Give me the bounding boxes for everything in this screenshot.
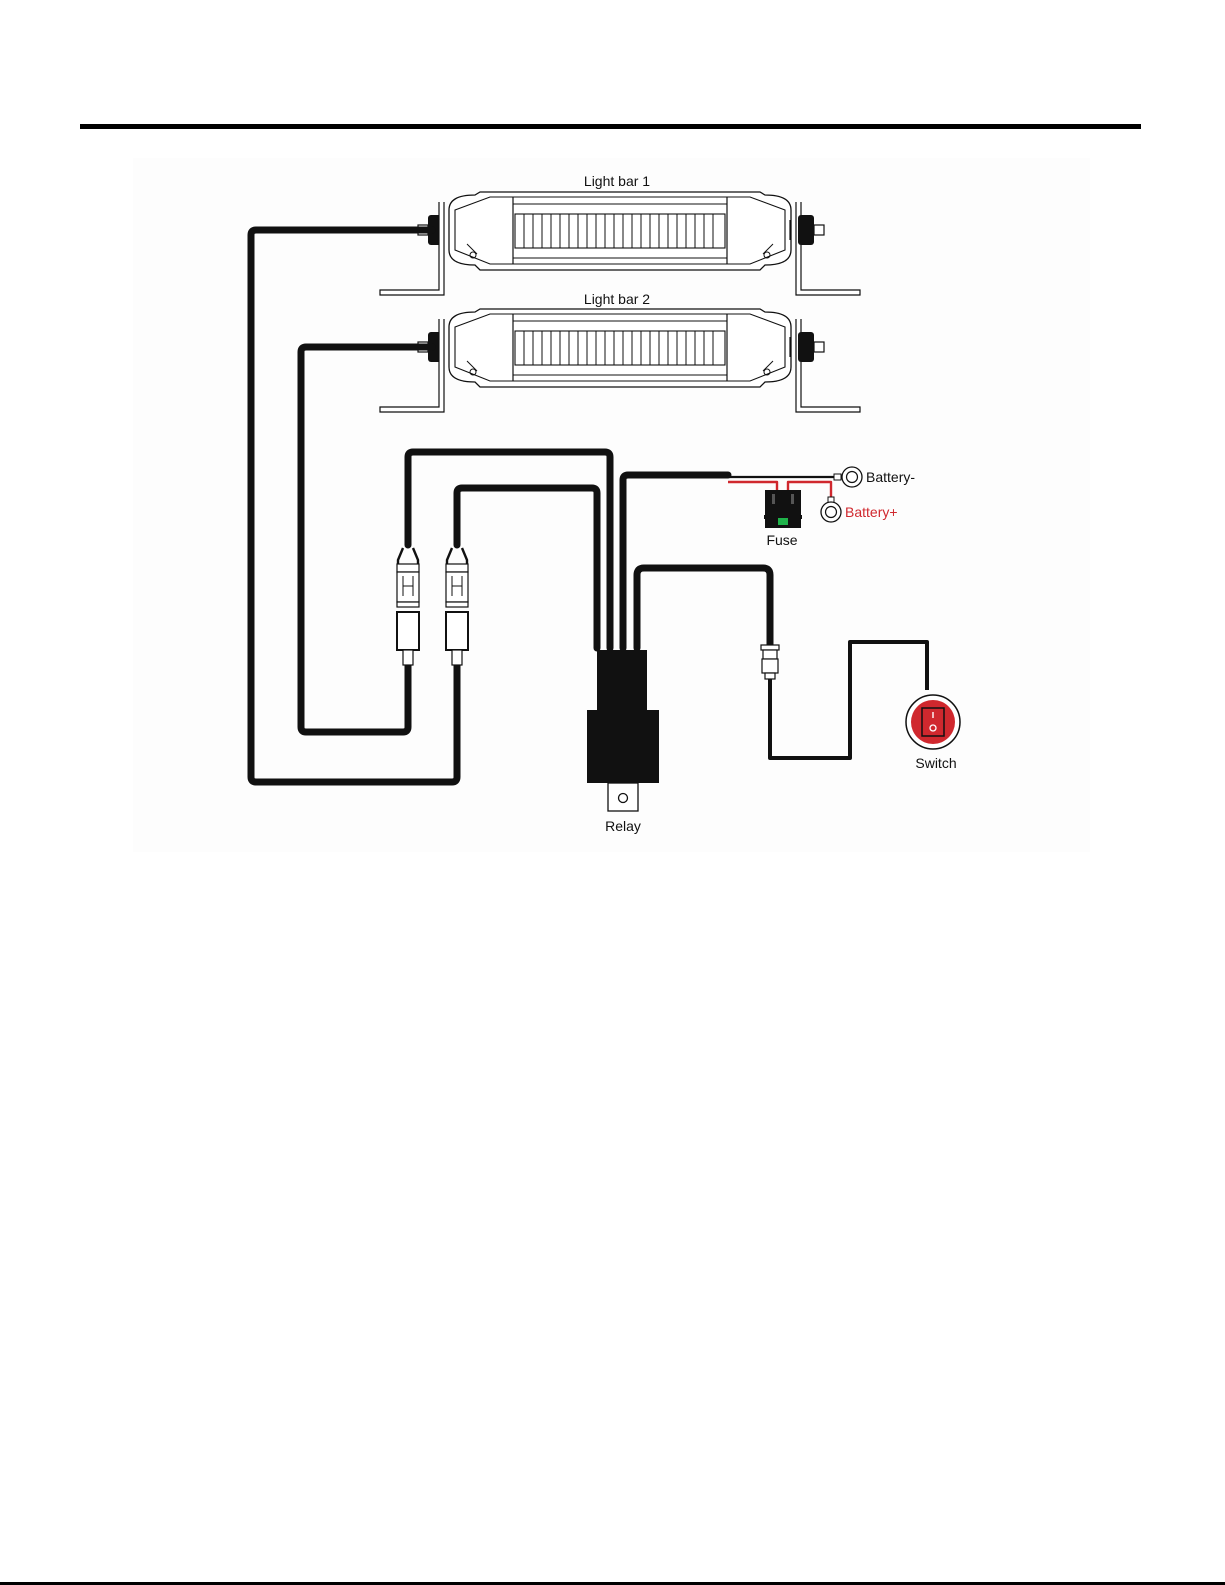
fuse-label: Fuse <box>766 532 797 548</box>
wire-plug-2 <box>446 548 468 665</box>
fuse-holder <box>764 490 802 528</box>
light-bar-1-label: Light bar 1 <box>584 173 650 189</box>
page-top-rule <box>80 124 1141 129</box>
rocker-switch <box>906 695 960 749</box>
switch-label: Switch <box>915 755 956 771</box>
wire-plug-1 <box>397 548 419 665</box>
battery-positive-label: Battery+ <box>845 504 898 520</box>
light-bar-2-label: Light bar 2 <box>584 291 650 307</box>
battery-negative-terminal <box>842 467 862 487</box>
relay-label: Relay <box>605 818 641 834</box>
battery-negative-label: Battery- <box>866 469 915 485</box>
